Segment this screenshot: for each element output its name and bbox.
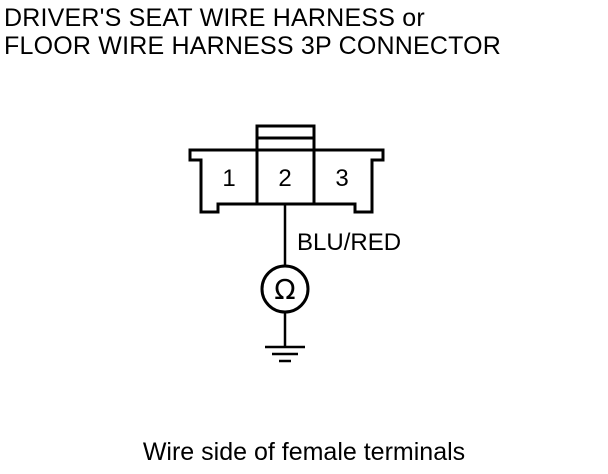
terminal-1-label: 1 <box>222 165 235 192</box>
diagram-title-line-1: DRIVER'S SEAT WIRE HARNESS or <box>4 4 425 32</box>
ohm-icon: Ω <box>274 273 295 306</box>
wire-color-label: BLU/RED <box>297 229 401 256</box>
terminal-3-label: 3 <box>335 165 348 192</box>
connector-body <box>188 148 385 214</box>
diagram-title-line-2: FLOOR WIRE HARNESS 3P CONNECTOR <box>4 32 502 60</box>
terminal-2-label: 2 <box>278 165 291 192</box>
ground-icon <box>265 345 305 363</box>
terminal-view-caption: Wire side of female terminals <box>142 438 466 466</box>
